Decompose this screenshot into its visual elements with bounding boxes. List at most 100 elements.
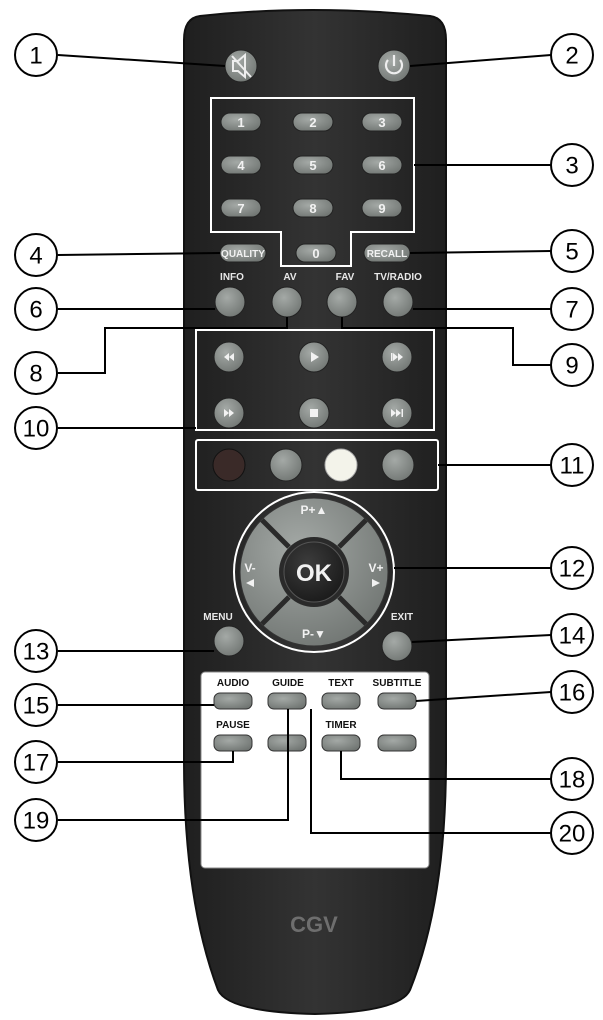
callout-number: 9 — [565, 353, 578, 380]
power-icon — [384, 55, 404, 75]
v-plus-label: V+ — [368, 561, 383, 575]
ok-button[interactable] — [283, 541, 345, 603]
fast-forward-button[interactable] — [213, 397, 245, 429]
previous-icon — [391, 353, 403, 361]
callout-17: 17 — [14, 740, 58, 784]
callout-1: 1 — [14, 33, 58, 77]
audio-button[interactable] — [213, 692, 253, 710]
red-key[interactable] — [212, 448, 246, 482]
mute-button[interactable] — [224, 49, 258, 83]
callout-number: 14 — [559, 623, 586, 650]
callout-5: 5 — [550, 229, 594, 273]
callout-number: 11 — [560, 453, 585, 480]
menu-button[interactable] — [213, 625, 245, 657]
number-key-7[interactable]: 7 — [220, 198, 262, 218]
callout-6: 6 — [14, 287, 58, 331]
channel-down-button[interactable] — [290, 617, 340, 645]
number-key-label: 8 — [309, 201, 316, 216]
callout-number: 13 — [23, 639, 50, 666]
av-button[interactable] — [271, 286, 303, 318]
callout-number: 5 — [565, 239, 578, 266]
rewind-button[interactable] — [213, 341, 245, 373]
volume-down-arrow-icon — [246, 579, 254, 587]
callout-number: 8 — [29, 361, 42, 388]
av-label: AV — [283, 272, 296, 283]
volume-down-button[interactable] — [240, 550, 268, 594]
number-pad-outline — [210, 97, 415, 267]
callout-number: 6 — [29, 297, 42, 324]
number-key-0[interactable]: 0 — [295, 243, 337, 263]
play-button[interactable] — [298, 341, 330, 373]
volume-up-arrow-icon — [372, 579, 380, 587]
guide-button[interactable] — [267, 692, 307, 710]
callout-number: 18 — [559, 767, 586, 794]
callout-lines — [57, 54, 552, 834]
recall-button[interactable]: RECALL — [363, 243, 411, 263]
callout-8: 8 — [14, 351, 58, 395]
quality-button[interactable]: QUALITY — [219, 243, 267, 263]
text-button[interactable] — [321, 692, 361, 710]
number-key-4[interactable]: 4 — [220, 155, 262, 175]
text-label: TEXT — [328, 678, 354, 689]
pause-label: PAUSE — [216, 720, 250, 731]
callout-18: 18 — [550, 757, 594, 801]
callout-number: 10 — [23, 416, 50, 443]
menu-label: MENU — [203, 612, 232, 623]
volume-up-button[interactable] — [360, 550, 388, 594]
number-key-label: 7 — [237, 201, 244, 216]
callout-number: 12 — [559, 556, 586, 583]
subtitle-button[interactable] — [377, 692, 417, 710]
p-minus-label: P-▼ — [302, 627, 326, 641]
green-key[interactable] — [269, 448, 303, 482]
quality-label: QUALITY — [221, 249, 265, 260]
stop-icon — [310, 409, 318, 417]
number-key-5[interactable]: 5 — [292, 155, 334, 175]
exit-button[interactable] — [381, 630, 413, 662]
next-button[interactable] — [381, 397, 413, 429]
number-key-9[interactable]: 9 — [361, 198, 403, 218]
p-plus-label: P+▲ — [301, 503, 328, 517]
callout-number: 15 — [23, 693, 50, 720]
number-key-label: 9 — [378, 201, 385, 216]
number-key-2[interactable]: 2 — [292, 112, 334, 132]
brand-logo: CGV — [290, 912, 338, 937]
info-button[interactable] — [214, 286, 246, 318]
number-key-6[interactable]: 6 — [361, 155, 403, 175]
callout-number: 16 — [559, 680, 586, 707]
ok-label: OK — [296, 560, 333, 587]
previous-button[interactable] — [381, 341, 413, 373]
number-key-label: 5 — [309, 158, 316, 173]
number-key-8[interactable]: 8 — [292, 198, 334, 218]
number-key-label: 1 — [237, 115, 244, 130]
callout-number: 4 — [29, 243, 42, 270]
callout-7: 7 — [550, 287, 594, 331]
blue-key[interactable] — [381, 448, 415, 482]
guide-label: GUIDE — [272, 678, 304, 689]
callout-14: 14 — [550, 613, 594, 657]
number-key-1[interactable]: 1 — [220, 112, 262, 132]
callout-4: 4 — [14, 233, 58, 277]
number-key-label: 4 — [237, 158, 245, 173]
power-button[interactable] — [377, 49, 411, 83]
timer-button[interactable] — [321, 734, 361, 752]
pause-button[interactable] — [213, 734, 253, 752]
unlabeled-button-2[interactable] — [377, 734, 417, 752]
play-icon — [311, 352, 319, 362]
yellow-key[interactable] — [324, 448, 358, 482]
stop-button[interactable] — [298, 397, 330, 429]
number-key-3[interactable]: 3 — [361, 112, 403, 132]
callout-number: 19 — [23, 808, 50, 835]
info-label: INFO — [220, 272, 244, 283]
callout-9: 9 — [550, 343, 594, 387]
fav-button[interactable] — [326, 286, 358, 318]
playback-outline — [195, 329, 435, 431]
tv-radio-button[interactable] — [382, 286, 414, 318]
fast-forward-icon — [224, 409, 234, 417]
navigation-pad: OK P+▲ P-▼ V- V+ — [233, 491, 395, 653]
channel-up-button[interactable] — [290, 500, 340, 528]
callout-15: 15 — [14, 683, 58, 727]
callout-10: 10 — [14, 406, 58, 450]
next-icon — [391, 409, 403, 417]
